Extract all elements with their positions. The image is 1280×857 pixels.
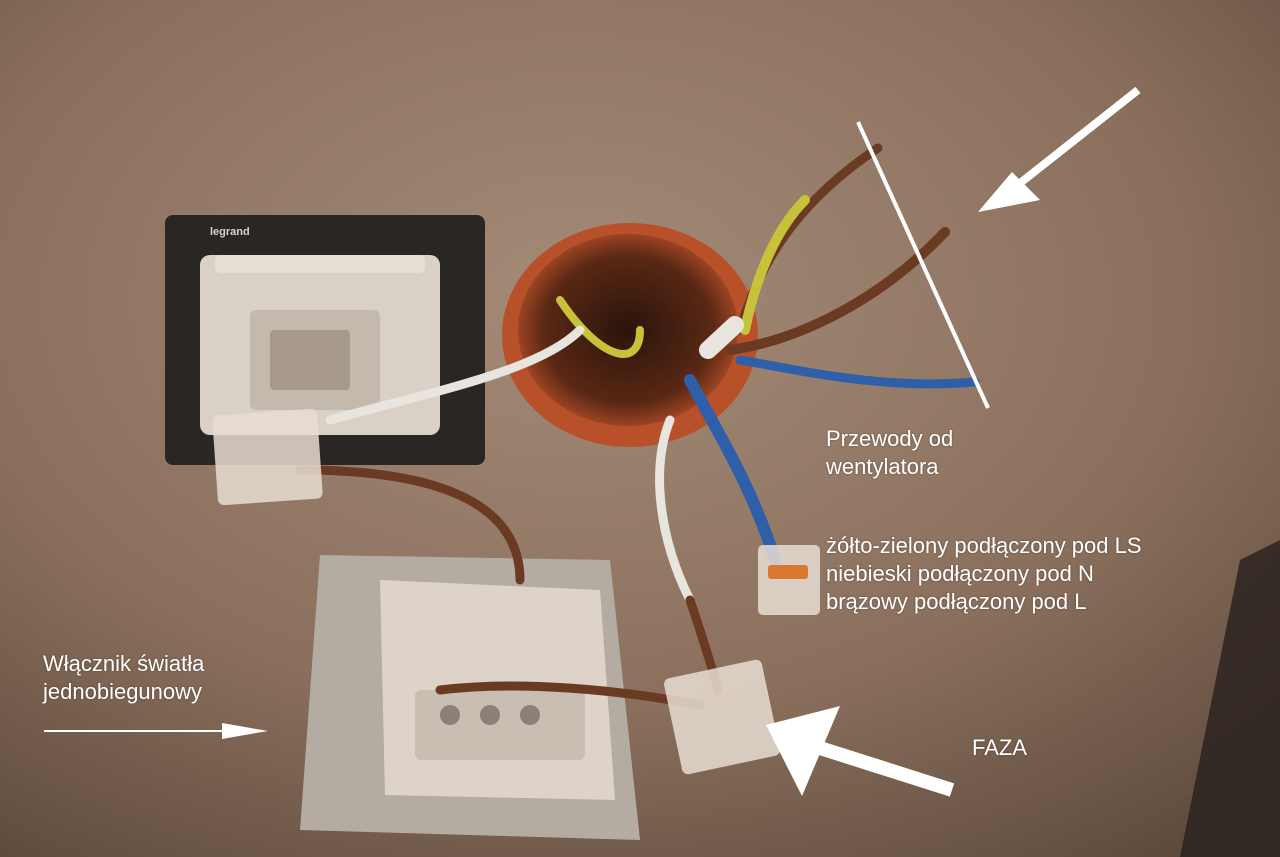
box-wire-yellow: [556, 296, 644, 358]
wire-blue-bundle: [684, 374, 781, 566]
switch-arrow-icon: [44, 723, 268, 739]
connector-phase: [664, 659, 780, 775]
switch-label-line2: jednobiegunowy: [43, 679, 203, 704]
connector-blue: [758, 545, 820, 615]
fan-wires-label: Przewody od wentylatora: [826, 425, 953, 481]
wire-color-legend: żółto-zielony podłączony pod LS niebiesk…: [826, 532, 1142, 616]
connector-blue-lever: [768, 565, 808, 579]
fan-wire-yellow-green: [740, 195, 810, 335]
wire-white-upper: [325, 325, 585, 425]
fan-wires-label-line1: Przewody od: [826, 426, 954, 451]
fan-wires-label-line2: wentylatora: [826, 454, 939, 479]
legend-blue: niebieski podłączony pod N: [826, 561, 1094, 586]
wires: [295, 143, 980, 710]
connector-upper: [212, 408, 323, 506]
legend-brown: brązowy podłączony pod L: [826, 589, 1087, 614]
switch-label: Włącznik światła jednobiegunowy: [43, 650, 204, 706]
wire-brown-link: [295, 465, 525, 585]
fan-wire-blue: [735, 355, 980, 389]
wire-white-down: [655, 415, 695, 605]
fan-wire-white-sheath: [699, 316, 744, 359]
lower-switch-mechanism: [300, 555, 640, 840]
annotation-marks: [44, 86, 1141, 797]
legend-yellow-green: żółto-zielony podłączony pod LS: [826, 533, 1142, 558]
fan-arrow-icon: [978, 86, 1141, 212]
phase-arrow-icon: [766, 706, 955, 797]
wall-edge-shadow: [1180, 540, 1280, 857]
fan-wires-divider-line: [856, 121, 990, 409]
phase-label: FAZA: [972, 735, 1028, 760]
switch-label-line1: Włącznik światła: [43, 651, 205, 676]
brand-logo: legrand: [210, 226, 250, 238]
